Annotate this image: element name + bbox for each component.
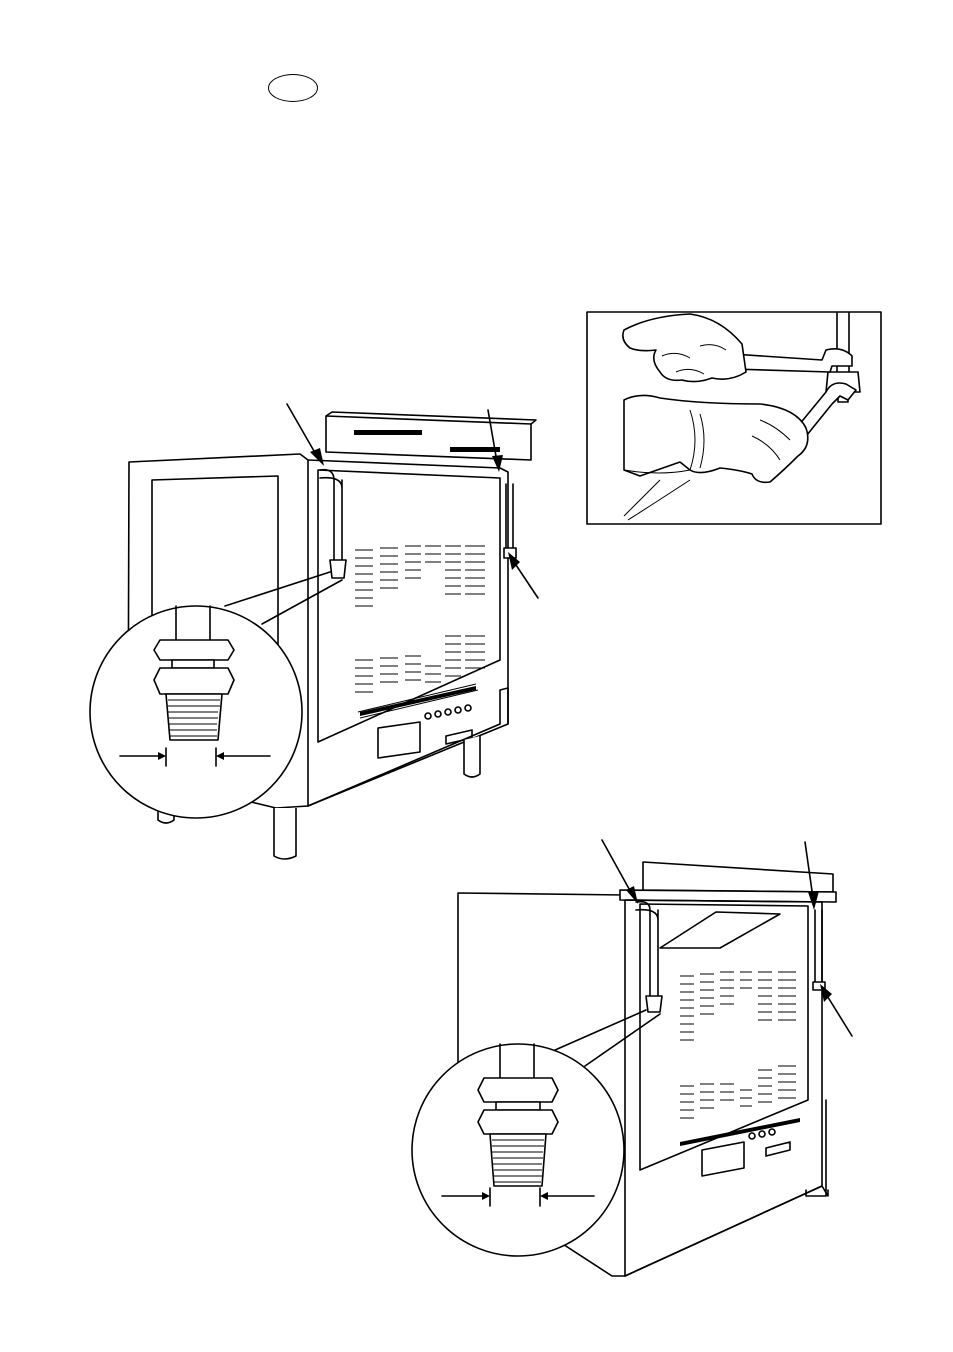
vent-slots-lower-figure <box>680 972 796 1118</box>
terminal-box-lower <box>702 1142 744 1176</box>
gas-pipe-right-lower <box>815 910 822 982</box>
backguard-lower <box>643 862 833 892</box>
